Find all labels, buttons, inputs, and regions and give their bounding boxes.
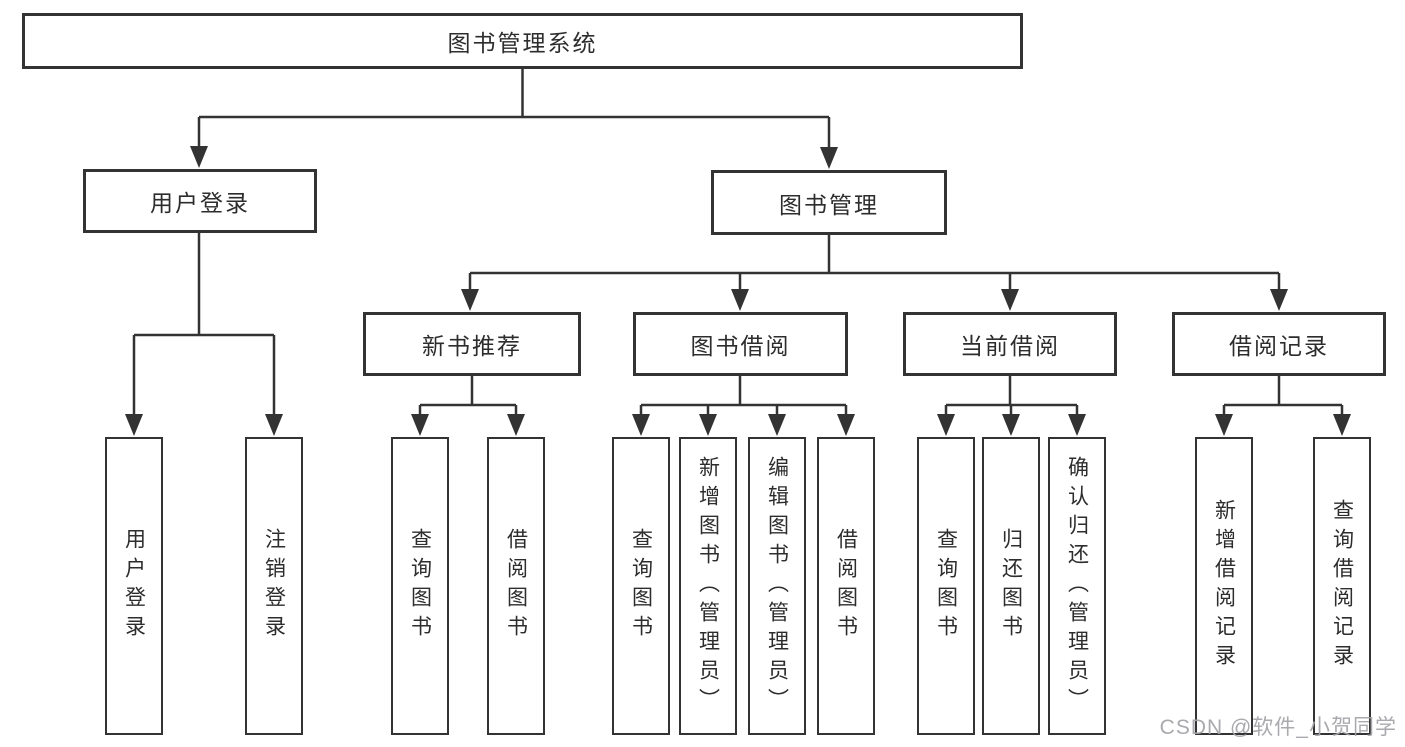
leaf-return-book: 归还图书	[982, 437, 1040, 735]
leaf-query-books-recommend-label: 查询图书	[408, 528, 432, 644]
leaf-query-books-recommend: 查询图书	[391, 437, 449, 735]
csdn-watermark: CSDN @软件_小贺同学	[1159, 716, 1397, 739]
node-book-borrowing: 图书借阅	[633, 312, 848, 376]
leaf-query-books-borrowing: 查询图书	[612, 437, 670, 735]
leaf-borrow-books-borrowing: 借阅图书	[817, 437, 875, 735]
node-book-management: 图书管理	[711, 170, 947, 235]
leaf-add-book-admin: 新增图书（管理员）	[679, 437, 737, 735]
leaf-edit-book-admin-label: 编辑图书（管理员）	[765, 455, 789, 717]
leaf-edit-book-admin: 编辑图书（管理员）	[748, 437, 806, 735]
node-current-borrowing: 当前借阅	[903, 312, 1117, 376]
leaf-user-login: 用户登录	[105, 437, 163, 735]
leaf-query-borrow-record: 查询借阅记录	[1313, 437, 1371, 735]
leaf-confirm-return-admin: 确认归还（管理员）	[1048, 437, 1106, 735]
leaf-query-borrow-record-label: 查询借阅记录	[1330, 499, 1354, 673]
leaf-user-login-label: 用户登录	[122, 528, 146, 644]
leaf-add-book-admin-label: 新增图书（管理员）	[696, 455, 720, 717]
leaf-add-borrow-record-label: 新增借阅记录	[1212, 499, 1236, 673]
leaf-query-books-current-label: 查询图书	[934, 528, 958, 644]
leaf-confirm-return-admin-label: 确认归还（管理员）	[1065, 455, 1089, 717]
node-root: 图书管理系统	[22, 13, 1023, 69]
node-user-login: 用户登录	[83, 169, 317, 233]
leaf-logout-label: 注销登录	[262, 528, 286, 644]
leaf-logout: 注销登录	[245, 437, 303, 735]
node-new-book-recommend: 新书推荐	[363, 312, 581, 376]
leaf-borrow-books-recommend: 借阅图书	[487, 437, 545, 735]
leaf-query-books-borrowing-label: 查询图书	[629, 528, 653, 644]
leaf-query-books-current: 查询图书	[917, 437, 975, 735]
node-borrowing-records: 借阅记录	[1172, 312, 1386, 376]
leaf-borrow-books-recommend-label: 借阅图书	[504, 528, 528, 644]
leaf-borrow-books-borrowing-label: 借阅图书	[834, 528, 858, 644]
leaf-add-borrow-record: 新增借阅记录	[1195, 437, 1253, 735]
leaf-return-book-label: 归还图书	[999, 528, 1023, 644]
